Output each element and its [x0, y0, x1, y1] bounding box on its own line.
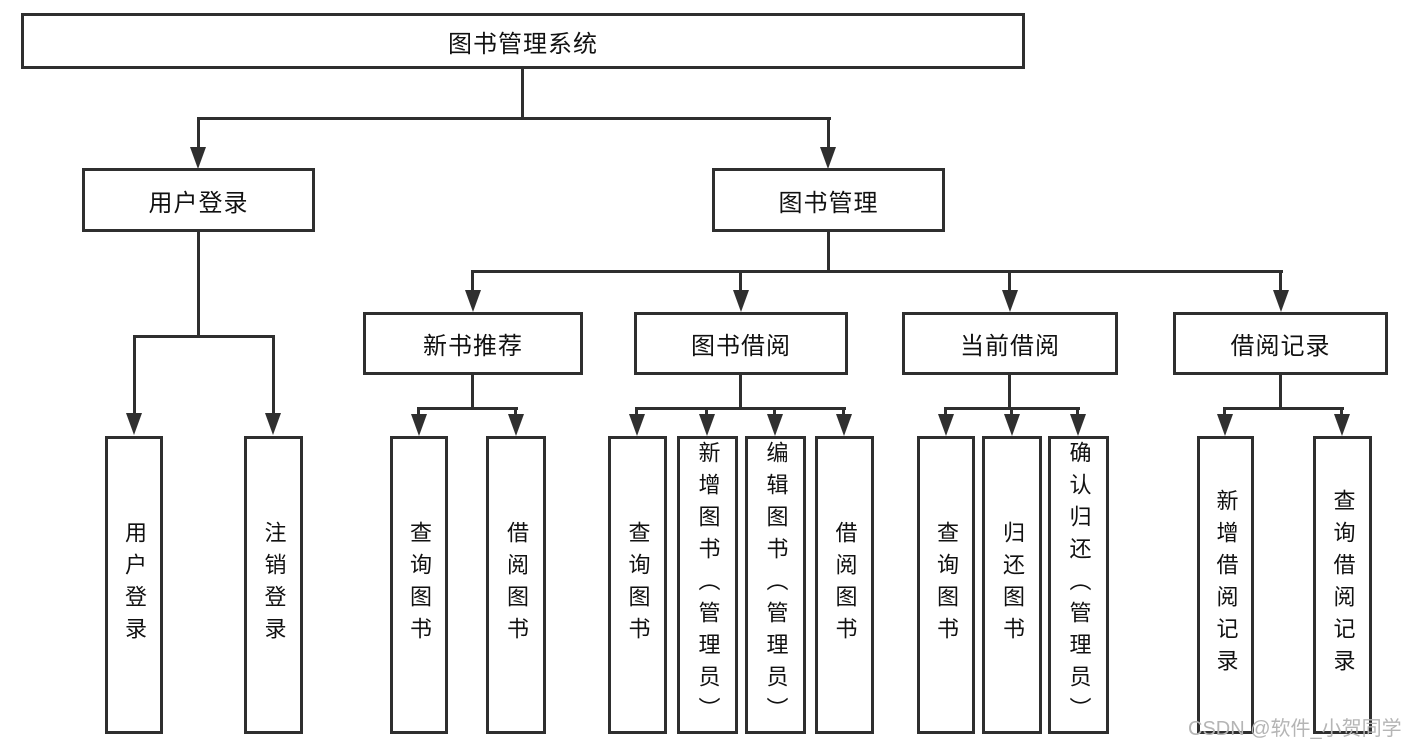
connector-drop-leaf-logout: [272, 335, 275, 415]
node-label: 新增借阅记录: [1213, 489, 1239, 681]
node-new-book-recommendation: 新书推荐: [363, 312, 583, 375]
node-label: 借阅图书: [504, 521, 529, 649]
connector-book-management-stem: [827, 232, 830, 273]
node-label: 查询图书: [934, 521, 959, 649]
watermark: CSDN @软件_小贺同学: [1188, 718, 1402, 740]
node-label: 确认归还（管理员）: [1066, 441, 1092, 729]
connector-user-login-stem: [197, 232, 200, 338]
arrow-down-icon: [1070, 414, 1086, 436]
connector-root-stem: [521, 69, 524, 119]
node-label: 新书推荐: [423, 333, 523, 360]
node-label: 归还图书: [1000, 521, 1025, 649]
connector-drop: [635, 407, 638, 417]
connector-drop-book-borrowing: [739, 270, 742, 292]
connector-drop: [773, 407, 776, 417]
arrow-down-icon: [1273, 290, 1289, 312]
node-borrowing-records: 借阅记录: [1173, 312, 1388, 375]
node-leaf-query-books-recommend: 查询图书: [390, 436, 448, 734]
node-label: 查询图书: [625, 521, 651, 649]
node-leaf-query-books-current: 查询图书: [917, 436, 975, 734]
connector-drop: [1340, 407, 1343, 417]
node-leaf-borrow-books-recommend: 借阅图书: [486, 436, 546, 734]
arrow-down-icon: [126, 413, 142, 435]
node-leaf-confirm-return-admin: 确认归还（管理员）: [1048, 436, 1109, 734]
arrow-down-icon: [465, 290, 481, 312]
connector-drop-current-borrowing: [1008, 270, 1011, 292]
node-user-login: 用户登录: [82, 168, 315, 232]
node-current-borrowing: 当前借阅: [902, 312, 1118, 375]
connector-drop: [842, 407, 845, 417]
node-label: 图书管理: [778, 189, 879, 217]
node-label: 用户登录: [148, 189, 249, 217]
arrow-down-icon: [938, 414, 954, 436]
connector-drop: [944, 407, 947, 417]
node-label: 查询借阅记录: [1330, 489, 1356, 681]
arrow-down-icon: [733, 290, 749, 312]
arrow-down-icon: [411, 414, 427, 436]
connector-drop-new-book: [471, 270, 474, 292]
node-leaf-add-book-admin: 新增图书（管理员）: [677, 436, 738, 734]
node-label: 图书借阅: [691, 333, 791, 360]
node-leaf-add-borrow-record: 新增借阅记录: [1197, 436, 1254, 734]
node-label: 借阅记录: [1230, 333, 1331, 360]
node-leaf-edit-book-admin: 编辑图书（管理员）: [745, 436, 806, 734]
connector-borrowing-records-stem: [1279, 375, 1282, 410]
arrow-down-icon: [836, 414, 852, 436]
connector-drop: [705, 407, 708, 417]
connector-new-book-bar: [417, 407, 518, 410]
arrow-down-icon: [1334, 414, 1350, 436]
connector-current-borrowing-stem: [1008, 375, 1011, 410]
node-label: 当前借阅: [960, 333, 1060, 360]
node-label: 借阅图书: [832, 521, 858, 649]
node-label: 注销登录: [261, 521, 287, 649]
connector-book-borrowing-stem: [739, 375, 742, 410]
node-leaf-user-login: 用户登录: [105, 436, 163, 734]
arrow-down-icon: [820, 147, 836, 169]
arrow-down-icon: [190, 147, 206, 169]
connector-book-borrowing-bar: [635, 407, 846, 410]
node-label: 新增图书（管理员）: [695, 441, 721, 729]
connector-drop-user-login: [197, 117, 200, 149]
node-book-borrowing: 图书借阅: [634, 312, 848, 375]
node-leaf-logout: 注销登录: [244, 436, 303, 734]
connector-drop: [1223, 407, 1226, 417]
arrow-down-icon: [508, 414, 524, 436]
node-leaf-query-borrow-record: 查询借阅记录: [1313, 436, 1372, 734]
node-leaf-return-book: 归还图书: [982, 436, 1042, 734]
node-label: 编辑图书（管理员）: [763, 441, 789, 729]
arrow-down-icon: [629, 414, 645, 436]
node-label: 图书管理系统: [448, 30, 598, 58]
connector-user-login-bar: [133, 335, 275, 338]
arrow-down-icon: [767, 414, 783, 436]
connector-drop-leaf-user-login: [133, 335, 136, 415]
connector-drop-book-management: [827, 117, 830, 149]
connector-new-book-stem: [471, 375, 474, 410]
connector-drop: [1010, 407, 1013, 417]
connector-drop: [514, 407, 517, 417]
arrow-down-icon: [1004, 414, 1020, 436]
node-library-management-system: 图书管理系统: [21, 13, 1025, 69]
arrow-down-icon: [265, 413, 281, 435]
arrow-down-icon: [699, 414, 715, 436]
connector-book-management-bar: [471, 270, 1283, 273]
arrow-down-icon: [1217, 414, 1233, 436]
node-book-management: 图书管理: [712, 168, 945, 232]
arrow-down-icon: [1002, 290, 1018, 312]
node-leaf-query-books-borrowing: 查询图书: [608, 436, 667, 734]
node-leaf-borrow-books-borrowing: 借阅图书: [815, 436, 874, 734]
connector-root-bar: [197, 117, 831, 120]
connector-drop: [1076, 407, 1079, 417]
connector-borrowing-records-bar: [1223, 407, 1344, 410]
node-label: 用户登录: [122, 521, 147, 649]
node-label: 查询图书: [407, 521, 432, 649]
connector-drop: [417, 407, 420, 417]
connector-drop-borrowing-records: [1279, 270, 1282, 292]
